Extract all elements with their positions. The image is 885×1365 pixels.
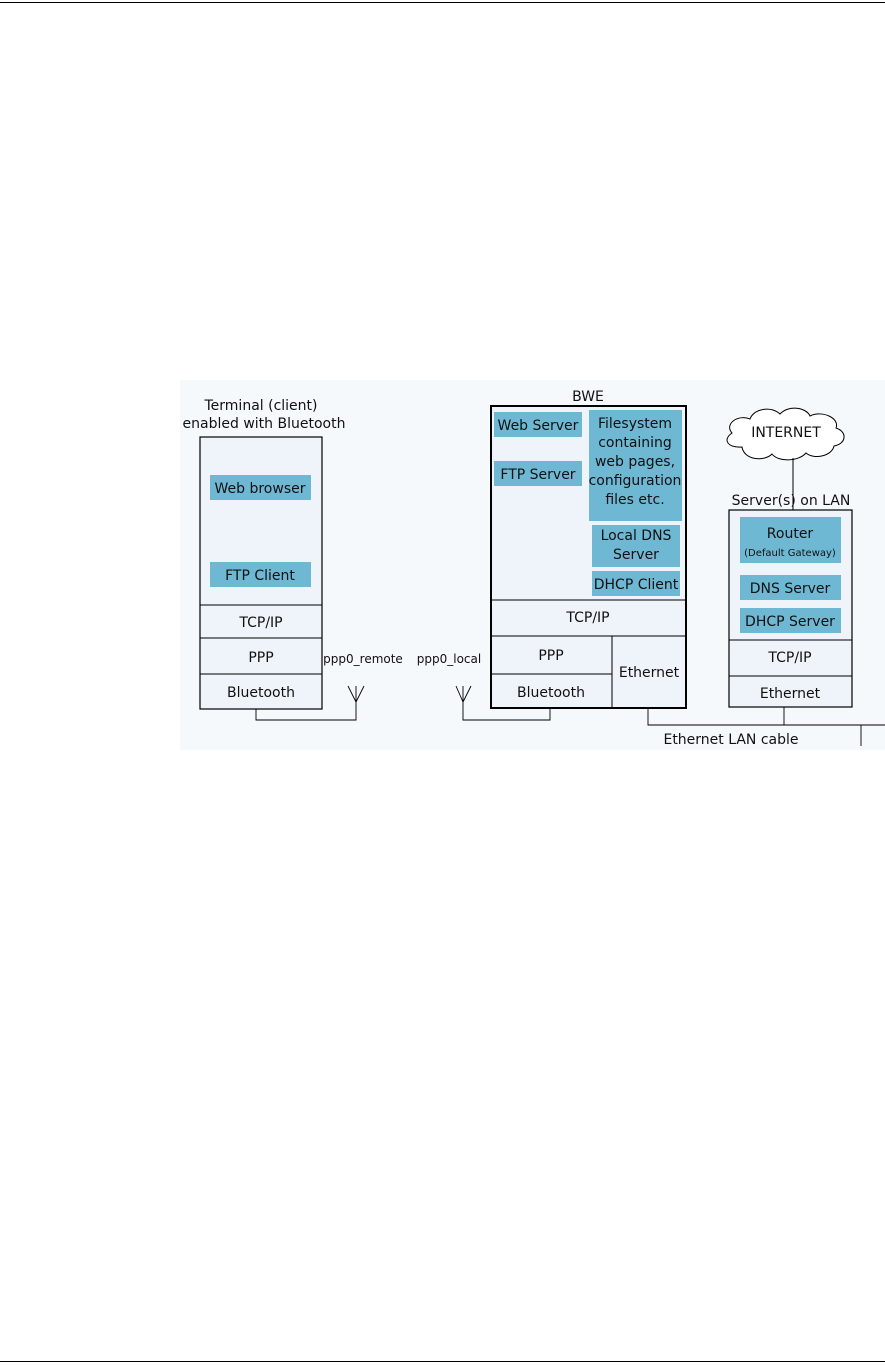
web-browser-module [210,475,311,500]
bwe-tcpip-label: TCP/IP [565,610,609,626]
filesystem-module [589,410,682,521]
filesystem-line-1: Filesystem [598,416,672,432]
local-dns-module [592,525,680,567]
terminal-title-line1: Terminal (client) [204,398,318,414]
server-group: INTERNET Server(s) on LAN Router (Defaul… [726,407,853,708]
filesystem-line-5: files etc. [605,492,664,508]
internet-cloud-icon [726,407,845,461]
server-ethernet-label: Ethernet [760,686,821,702]
terminal-bluetooth-label: Bluetooth [227,685,295,701]
bwe-ethernet-label: Ethernet [619,665,680,681]
filesystem-line-3: web pages, [595,454,675,470]
bwe-group: BWE Web Server FTP Server Filesystem con… [417,389,687,721]
terminal-tcpip-label: TCP/IP [238,615,282,631]
terminal-group: Terminal (client) enabled with Bluetooth… [183,398,403,721]
filesystem-line-4: configuration [589,473,682,489]
filesystem-line-2: containing [598,435,672,451]
ftp-client-label: FTP Client [225,568,295,584]
bwe-bluetooth-label: Bluetooth [517,685,585,701]
dhcp-client-module [592,571,680,596]
terminal-antenna-wire [255,702,357,721]
web-server-label: Web Server [498,418,579,434]
ethernet-cable-group: Ethernet LAN cable [647,707,885,748]
bwe-antenna-wire [462,702,551,721]
router-module [740,517,841,563]
ppp0-remote-label: ppp0_remote [323,652,403,666]
header-rule [0,2,885,3]
dhcp-server-label: DHCP Server [745,614,835,630]
terminal-ppp-label: PPP [248,650,273,666]
dhcp-server-module [740,608,841,633]
web-browser-label: Web browser [215,481,306,497]
ethernet-cable-label: Ethernet LAN cable [663,732,798,748]
dns-server-module [740,575,841,600]
web-server-module [494,412,582,437]
terminal-title-line2: enabled with Bluetooth [183,416,346,432]
ftp-server-label: FTP Server [500,467,575,483]
ftp-server-module [494,461,582,486]
server-tcpip-label: TCP/IP [767,650,811,666]
server-title: Server(s) on LAN [732,493,851,509]
bwe-antenna-icon [455,685,472,703]
local-dns-line-1: Local DNS [601,528,672,544]
bwe-ppp-label: PPP [538,648,563,664]
dns-server-label: DNS Server [750,581,831,597]
dhcp-client-label: DHCP Client [594,577,679,593]
terminal-antenna-icon [347,685,365,703]
ppp0-local-label: ppp0_local [417,652,481,666]
footer-rule [0,1361,885,1362]
router-sublabel: (Default Gateway) [744,548,836,559]
bwe-title: BWE [572,389,604,405]
router-label: Router [767,526,814,542]
ethernet-cable-line [647,708,885,726]
internet-label: INTERNET [751,425,821,441]
ftp-client-module [210,562,311,587]
local-dns-line-2: Server [613,547,659,563]
